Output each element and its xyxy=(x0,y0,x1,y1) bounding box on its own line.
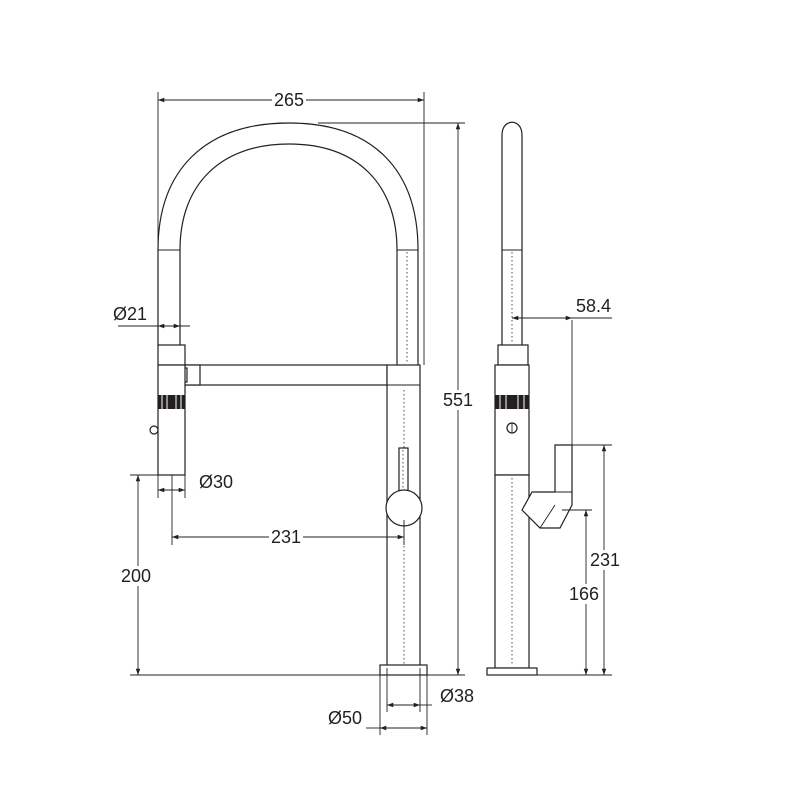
dim-spout-reach: 231 xyxy=(269,527,304,547)
dim-base-diameter-inner: Ø38 xyxy=(438,686,477,706)
lever-stem xyxy=(398,447,409,494)
side-hose xyxy=(501,121,523,345)
dim-hose-diameter: Ø21 xyxy=(111,304,150,324)
dimension-lines xyxy=(118,92,612,735)
dim-base-diameter-outer: Ø50 xyxy=(326,708,365,728)
gooseneck-hose xyxy=(157,122,419,365)
dim-lever-projection: 58.4 xyxy=(574,296,614,316)
dim-lever-height-top: 231 xyxy=(588,550,623,570)
side-body xyxy=(494,364,530,476)
handspray-top xyxy=(157,344,186,366)
gooseneck-hose-inner xyxy=(179,143,398,365)
spout-arm xyxy=(184,364,388,386)
handspray-body xyxy=(157,364,186,476)
side-view xyxy=(486,121,573,676)
dim-overall-width: 265 xyxy=(272,90,307,110)
dim-overall-height: 551 xyxy=(441,390,476,410)
front-view xyxy=(149,122,428,676)
dim-lever-height-pivot: 166 xyxy=(567,584,602,604)
dim-handspray-diameter: Ø30 xyxy=(197,472,236,492)
dim-handspray-height: 200 xyxy=(119,566,154,586)
